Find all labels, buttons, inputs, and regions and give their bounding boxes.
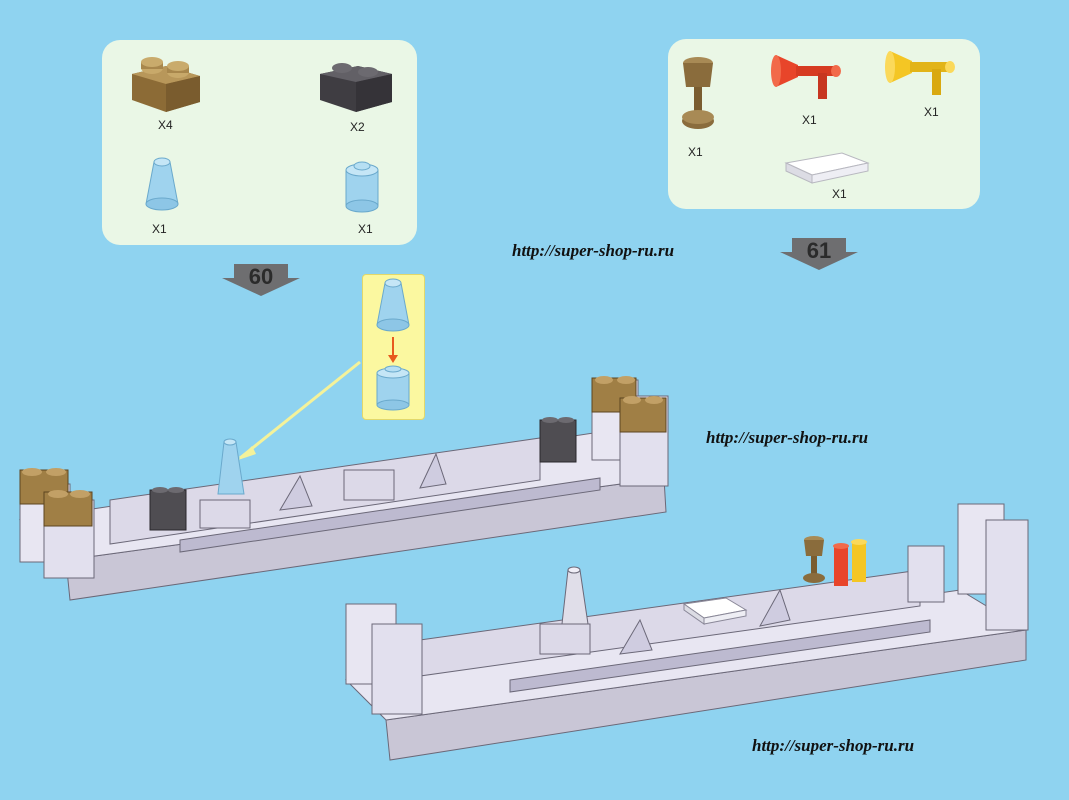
dark-gray-1x2-brick-icon [320, 63, 392, 112]
step-60-qty-round-brick: X1 [358, 222, 373, 236]
white-1x2-tile-icon [784, 152, 870, 184]
step-60-qty-tan-brick: X4 [158, 118, 173, 132]
step-61-qty-tile: X1 [832, 187, 847, 201]
cone-stacking-illustration [376, 278, 410, 411]
step-60-number: 60 [248, 264, 274, 289]
step-60-qty-dark-gray-brick: X2 [350, 120, 365, 134]
assembly-callout [362, 274, 425, 420]
step-61-qty-goblet: X1 [688, 145, 703, 159]
step-61-badge: 61 [778, 236, 860, 272]
step-61-parts-panel: X1 X1 X1 X1 [668, 39, 980, 209]
brown-goblet-icon [682, 57, 714, 129]
down-arrow-icon [222, 264, 300, 296]
watermark-url-bottom: http://super-shop-ru.ru [752, 736, 915, 755]
step-61-number: 61 [806, 238, 832, 263]
trans-blue-round-brick-icon [345, 161, 379, 213]
tan-1x2-brick-icon [132, 57, 200, 112]
red-horn-icon [771, 55, 841, 99]
watermark-url-middle: http://super-shop-ru.ru [706, 428, 869, 447]
step-60-parts-panel: X4 X2 X1 X1 [102, 40, 417, 245]
down-arrow-icon [780, 238, 858, 270]
step-61-qty-red-horn: X1 [802, 113, 817, 127]
yellow-horn-icon [885, 51, 955, 95]
watermark-url-top: http://super-shop-ru.ru [512, 241, 675, 260]
step-60-qty-cone: X1 [152, 222, 167, 236]
trans-blue-cone-icon [145, 157, 179, 211]
step-61-qty-yellow-horn: X1 [924, 105, 939, 119]
step-60-badge: 60 [220, 262, 302, 298]
